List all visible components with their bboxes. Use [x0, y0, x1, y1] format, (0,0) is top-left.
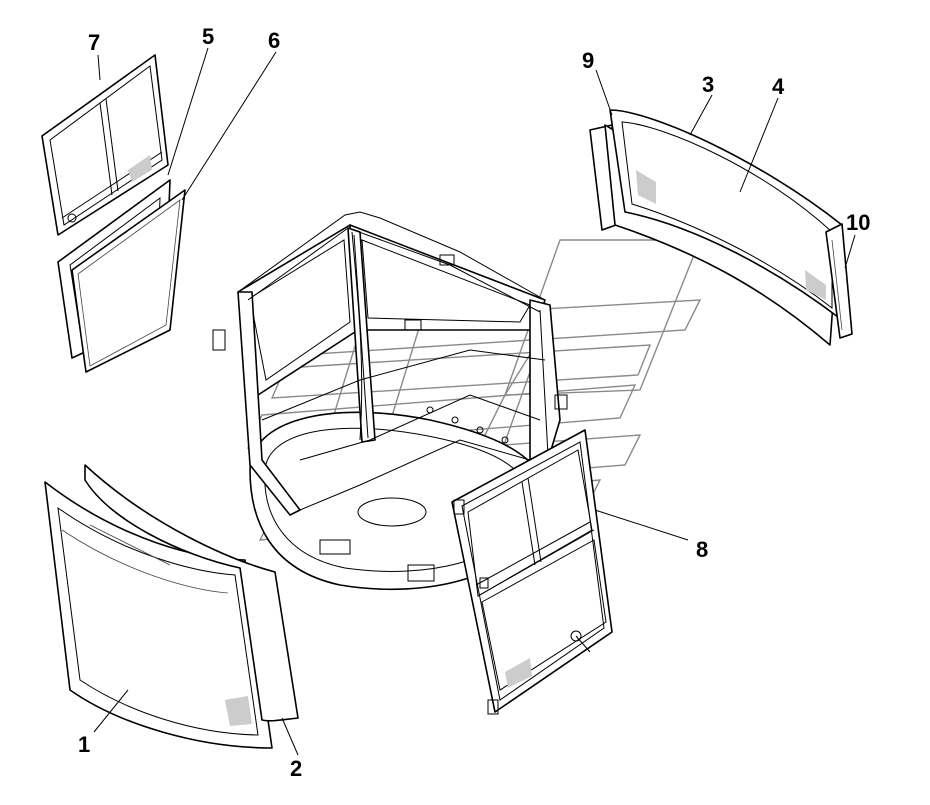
part-8-door — [451, 429, 613, 715]
callout-6: 6 — [268, 28, 280, 53]
callout-8: 8 — [696, 537, 708, 562]
callout-7: 7 — [88, 30, 100, 55]
part-2-windscreen-seal — [84, 464, 299, 722]
callout-10: 10 — [846, 210, 870, 235]
leader-lines — [93, 47, 856, 756]
part-1-front-windscreen — [44, 481, 273, 749]
callout-4: 4 — [772, 74, 785, 99]
callout-5: 5 — [202, 24, 214, 49]
part-7-upper-left-window — [41, 54, 169, 236]
callout-labels: 1 2 3 4 5 6 7 8 9 10 — [78, 24, 870, 781]
callout-9: 9 — [582, 48, 594, 73]
part-10-rear-seal-right — [825, 223, 853, 339]
callout-1: 1 — [78, 732, 90, 757]
part-6-left-side-seal — [71, 189, 186, 373]
part-3-rear-glass — [609, 109, 843, 321]
callout-3: 3 — [702, 72, 714, 97]
callout-2: 2 — [290, 756, 302, 781]
